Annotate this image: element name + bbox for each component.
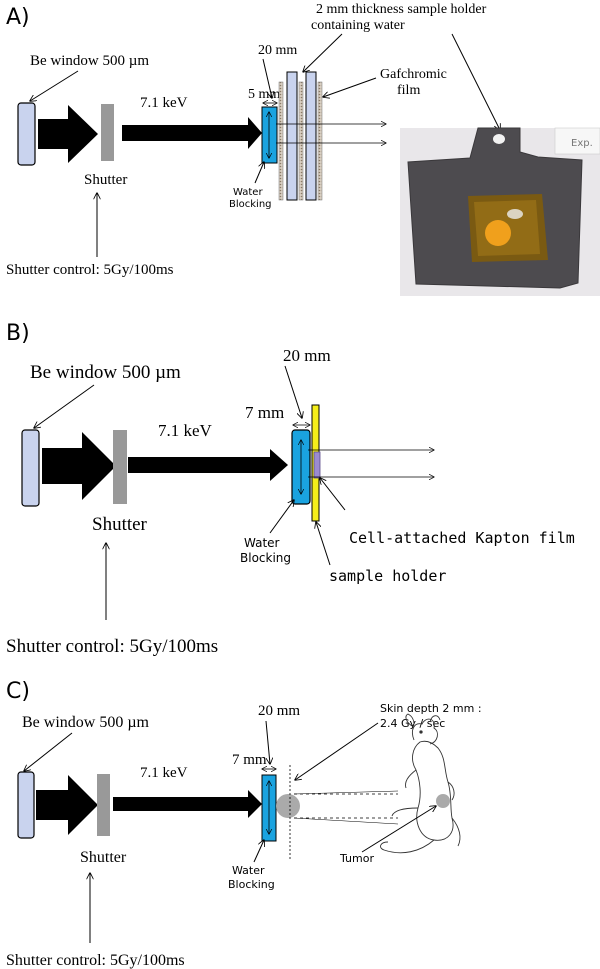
sample-holder-a2 [305, 71, 317, 201]
beam-arrow-large-b [42, 432, 116, 500]
sample-holder-label-b: sample holder [329, 567, 446, 585]
shutter-control-c: Shutter control: 5Gy/100ms [6, 952, 185, 969]
water-label-a: Water [233, 187, 263, 198]
beam-spot-c [276, 794, 300, 818]
beam-arrow-large-c [36, 775, 98, 835]
holder-label-a-1: 2 mm thickness sample holder [316, 2, 487, 17]
energy-label-c: 7.1 keV [140, 765, 188, 781]
mouse-sketch [380, 713, 461, 854]
beam-a [122, 125, 249, 141]
energy-label-b: 7.1 keV [158, 421, 213, 440]
tumor-c [436, 794, 450, 808]
water-thickness-b: 7 mm [245, 403, 284, 422]
shutter-label-c: Shutter [80, 849, 127, 866]
blocking-label-c: Blocking [228, 878, 275, 891]
film-photo-a: Exp. [400, 127, 600, 296]
film-label-a-1: Gafchromic [380, 67, 447, 82]
gap-label-c: 20 mm [258, 703, 300, 719]
blocking-label-b: Blocking [240, 551, 291, 565]
be-window-label-a: Be window 500 µm [30, 53, 149, 69]
be-window-b [21, 429, 40, 507]
panel-b: B) Be window 500 µm Shutter Shutter cont… [6, 321, 575, 657]
shutter-label-a: Shutter [84, 172, 127, 188]
film-label-a-2: film [397, 83, 420, 98]
gap-label-a: 20 mm [258, 43, 297, 58]
be-window-label-b: Be window 500 µm [30, 362, 181, 383]
water-label-b: Water [244, 536, 280, 550]
be-window-a [17, 102, 36, 166]
shutter-control-a: Shutter control: 5Gy/100ms [6, 262, 174, 278]
shutter-control-b: Shutter control: 5Gy/100ms [6, 636, 218, 657]
tumor-label-c: Tumor [339, 852, 374, 865]
panel-label-a: A) [6, 5, 30, 30]
kapton-label-b: Cell-attached Kapton film [349, 529, 575, 547]
shutter-label-b: Shutter [92, 514, 148, 535]
panel-label-b: B) [6, 321, 30, 346]
skin-depth-label-c-2: 2.4 Gy / sec [380, 717, 445, 730]
beam-arrow-large-a [38, 105, 98, 163]
be-window-c [17, 771, 35, 839]
sample-holder-a1 [286, 71, 298, 201]
shutter-a [101, 104, 114, 161]
photo-tag: Exp. [571, 138, 593, 149]
water-thickness-c: 7 mm [232, 752, 267, 768]
panel-label-c: C) [6, 679, 30, 704]
kapton-film-b [313, 451, 321, 479]
shutter-c [97, 774, 110, 836]
panel-c: C) Be window 500 µm Shutter Shutter cont… [6, 679, 482, 969]
water-thickness-a: 5 mm [248, 87, 280, 102]
water-label-c: Water [232, 864, 265, 877]
energy-label-a: 7.1 keV [140, 95, 188, 111]
beam-b [128, 457, 272, 473]
water-blocking-a [261, 106, 278, 164]
beam-c [113, 797, 249, 811]
be-window-label-c: Be window 500 µm [22, 714, 150, 731]
panel-a: A) Be window 500 µm Shutter Shutter cont… [6, 2, 600, 296]
skin-depth-label-c-1: Skin depth 2 mm : [380, 702, 482, 715]
shutter-b [113, 430, 127, 504]
gap-label-b: 20 mm [283, 346, 331, 365]
holder-label-a-2: containing water [311, 18, 405, 33]
blocking-label-a: Blocking [229, 199, 272, 210]
